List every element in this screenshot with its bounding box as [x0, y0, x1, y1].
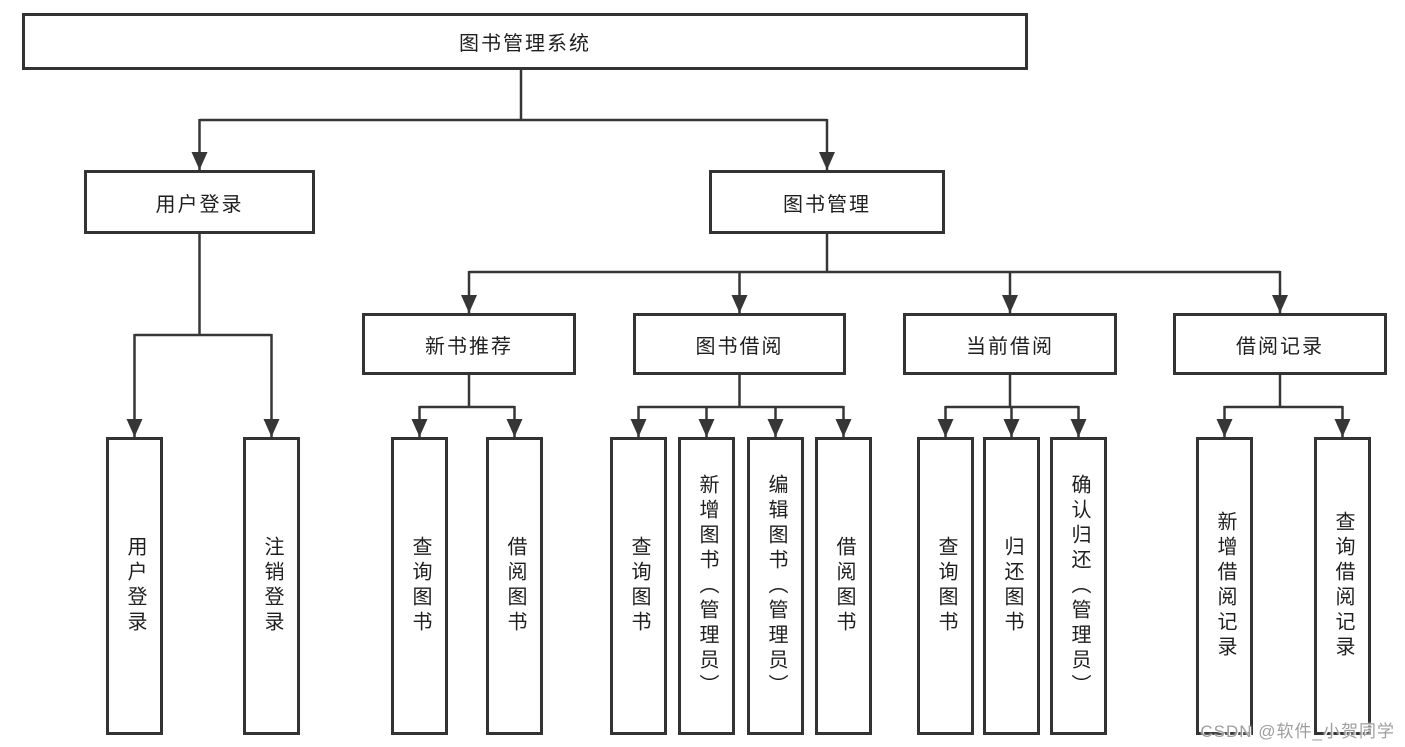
connector-borrow-record-branch — [1216, 375, 1351, 437]
leaf-add-record: 新增借阅记录 — [1196, 437, 1253, 735]
node-user-login: 用户登录 — [84, 170, 315, 234]
leaf-query-book-1-label: 查询图书 — [409, 536, 431, 636]
node-current-borrow: 当前借阅 — [903, 313, 1117, 375]
node-borrow-record-label: 借阅记录 — [1236, 335, 1324, 358]
node-book-mgmt: 图书管理 — [709, 170, 945, 234]
leaf-query-record: 查询借阅记录 — [1314, 437, 1371, 735]
connector-new-book-branch — [411, 375, 523, 437]
leaf-return-book-label: 归还图书 — [1001, 536, 1023, 636]
leaf-borrow-book-2-label: 借阅图书 — [833, 536, 855, 636]
leaf-query-record-label: 查询借阅记录 — [1332, 511, 1354, 661]
node-library-system-label: 图书管理系统 — [459, 33, 591, 55]
leaf-edit-book-label: 编辑图书（管理员） — [765, 473, 787, 699]
node-book-mgmt-label: 图书管理 — [783, 193, 871, 216]
leaf-edit-book: 编辑图书（管理员） — [747, 437, 804, 735]
leaf-logout-label: 注销登录 — [261, 536, 283, 636]
leaf-query-book-2: 查询图书 — [610, 437, 667, 735]
leaf-user-login-label: 用户登录 — [124, 536, 146, 636]
leaf-query-book-3-label: 查询图书 — [935, 536, 957, 636]
connector-book-mgmt-branch — [461, 234, 1288, 313]
leaf-return-book: 归还图书 — [983, 437, 1040, 735]
leaf-confirm-return: 确认归还（管理员） — [1050, 437, 1107, 735]
leaf-confirm-return-label: 确认归还（管理员） — [1068, 473, 1090, 699]
leaf-borrow-book-1-label: 借阅图书 — [504, 536, 526, 636]
watermark: CSDN @软件_小贺同学 — [1200, 722, 1395, 741]
leaf-borrow-book-1: 借阅图书 — [486, 437, 543, 735]
connector-book-borrow-branch — [630, 375, 852, 437]
connector-root-to-level1 — [191, 70, 835, 170]
node-new-book-rec-label: 新书推荐 — [425, 335, 513, 358]
node-library-system: 图书管理系统 — [22, 13, 1028, 70]
node-borrow-record: 借阅记录 — [1173, 313, 1387, 375]
leaf-add-book-label: 新增图书（管理员） — [696, 473, 718, 699]
leaf-query-book-1: 查询图书 — [391, 437, 448, 735]
node-book-borrow-label: 图书借阅 — [695, 335, 784, 358]
connector-user-login-branch — [126, 234, 280, 437]
node-book-borrow: 图书借阅 — [633, 313, 846, 375]
connector-current-borrow-branch — [937, 375, 1087, 437]
leaf-user-login: 用户登录 — [106, 437, 163, 735]
leaf-query-book-3: 查询图书 — [917, 437, 974, 735]
leaf-add-book: 新增图书（管理员） — [678, 437, 735, 735]
leaf-query-book-2-label: 查询图书 — [628, 536, 650, 636]
leaf-logout: 注销登录 — [243, 437, 300, 735]
node-user-login-label: 用户登录 — [155, 193, 244, 216]
node-new-book-rec: 新书推荐 — [362, 313, 576, 375]
node-current-borrow-label: 当前借阅 — [966, 335, 1054, 358]
leaf-add-record-label: 新增借阅记录 — [1214, 511, 1236, 661]
leaf-borrow-book-2: 借阅图书 — [815, 437, 872, 735]
